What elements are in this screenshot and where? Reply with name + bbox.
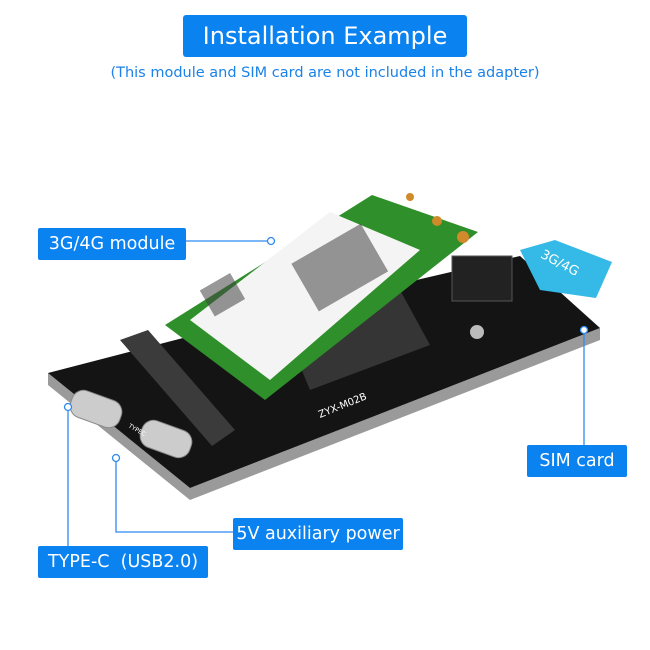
page-title: Installation Example (202, 22, 448, 50)
title-banner: Installation Example (183, 15, 467, 57)
callout-typec: TYPE-C (USB2.0) (38, 546, 208, 578)
callout-aux-power: 5V auxiliary power (233, 518, 403, 550)
callout-module: 3G/4G module (38, 228, 186, 260)
callout-sim-card: SIM card (527, 445, 627, 477)
sim-slot (451, 255, 513, 302)
standoff-screw (470, 325, 484, 339)
typec-port-power (139, 419, 193, 459)
mpcie-connector (120, 330, 235, 446)
power-leader-line (115, 461, 233, 533)
typec-port-data (69, 389, 123, 429)
sim-card (520, 240, 612, 298)
page-subtitle: (This module and SIM card are not includ… (110, 65, 540, 81)
